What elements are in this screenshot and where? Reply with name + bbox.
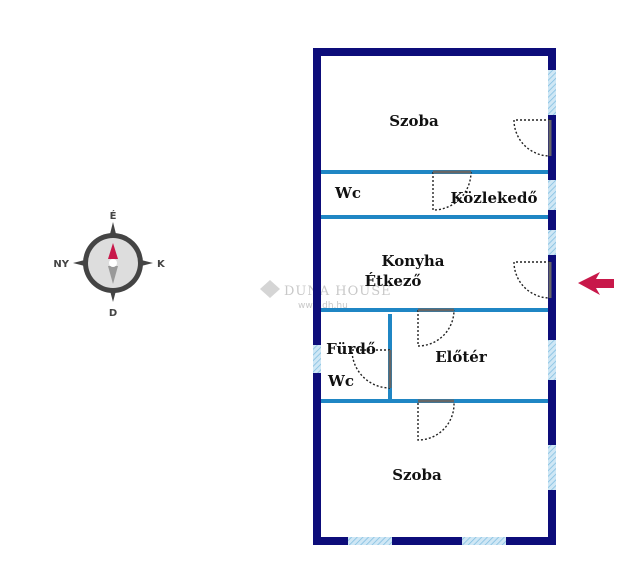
outer-wall bbox=[313, 48, 556, 545]
watermark-url: www.dh.hu bbox=[298, 301, 348, 311]
window bbox=[462, 537, 506, 545]
windows bbox=[313, 70, 556, 545]
watermark-brand: DUNA HOUSE bbox=[284, 284, 392, 299]
doors bbox=[351, 119, 551, 441]
watermark: DUNA HOUSE www.dh.hu bbox=[260, 280, 392, 311]
watermark-logo-icon bbox=[260, 280, 280, 298]
north-needle bbox=[108, 243, 118, 259]
window bbox=[548, 180, 556, 210]
window bbox=[313, 345, 321, 373]
window bbox=[548, 230, 556, 255]
compass-west-label: NY bbox=[53, 259, 69, 270]
entrance-arrow-icon bbox=[578, 272, 614, 295]
window bbox=[548, 340, 556, 380]
compass-north-label: É bbox=[110, 209, 117, 222]
room-label-wc-top: Wc bbox=[334, 184, 361, 202]
room-label-kozlekedo: Közlekedő bbox=[451, 189, 538, 207]
compass-east-label: K bbox=[157, 259, 166, 270]
room-label-furdo: Fürdő bbox=[326, 340, 376, 358]
room-label-szoba-top: Szoba bbox=[389, 112, 439, 130]
window bbox=[348, 537, 392, 545]
room-label-wc-bottom: Wc bbox=[327, 372, 354, 390]
window bbox=[548, 70, 556, 115]
room-label-szoba-bottom: Szoba bbox=[392, 466, 442, 484]
south-needle bbox=[108, 266, 118, 284]
room-label-eloter: Előtér bbox=[435, 348, 488, 366]
compass-south-label: D bbox=[109, 308, 117, 319]
room-label-etkezo: Étkező bbox=[365, 272, 422, 290]
window bbox=[548, 445, 556, 490]
compass: É D K NY bbox=[53, 209, 166, 319]
room-label-konyha: Konyha bbox=[382, 252, 445, 270]
